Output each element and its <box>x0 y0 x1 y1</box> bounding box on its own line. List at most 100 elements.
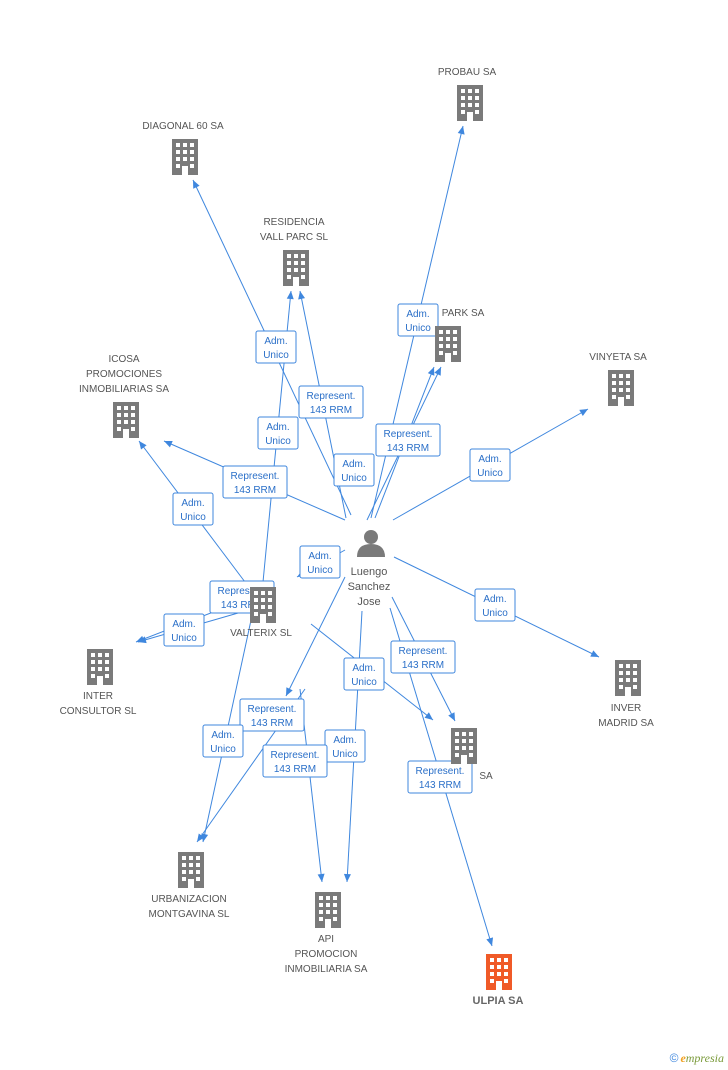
relation-label[interactable]: Adm. Unico <box>299 545 341 579</box>
relation-label-text: Represent. <box>384 429 433 440</box>
person-name: Sanchez <box>348 581 391 593</box>
relation-label-text: 143 RRM <box>419 780 461 791</box>
company-name: INMOBILIARIA SA <box>285 964 368 975</box>
relation-label[interactable]: Adm.Unico <box>172 492 214 526</box>
relation-label-text: 143 RRM <box>402 660 444 671</box>
relation-label[interactable]: Adm. Unico <box>324 729 366 763</box>
relation-label[interactable]: Represent. 143 RRM <box>298 385 364 419</box>
person-name: Jose <box>357 596 380 608</box>
person-icon <box>364 530 378 544</box>
relation-label-text: Unico <box>263 350 289 361</box>
building-icon <box>486 954 512 990</box>
relation-label-text: Unico <box>477 468 503 479</box>
relation-label-text: Unico <box>351 677 377 688</box>
relation-label[interactable]: Represent. 143 RRM <box>407 760 473 794</box>
relation-label[interactable]: Adm.Unico <box>469 448 511 482</box>
relation-label[interactable]: Adm.Unico <box>202 724 244 758</box>
company-node-ulpia[interactable]: ULPIA SA <box>473 954 524 1007</box>
relation-label[interactable]: Represent. 143 RRM <box>222 465 288 499</box>
company-name: INTER <box>83 691 113 702</box>
relation-arrowhead <box>579 409 588 416</box>
relation-label[interactable]: Represent.143 RRM <box>262 744 328 778</box>
building-icon <box>113 402 139 438</box>
relation-arrowhead <box>448 712 455 721</box>
relation-label-text: 143 RRM <box>274 764 316 775</box>
company-node-probau[interactable]: PROBAU SA <box>438 67 497 121</box>
company-node-sa[interactable]: SA <box>451 728 493 782</box>
person-icon-body <box>357 544 385 557</box>
relation-label[interactable]: Adm.Unico <box>397 303 439 337</box>
company-node-diagonal60[interactable]: DIAGONAL 60 SA <box>142 121 224 175</box>
company-name: DIAGONAL 60 SA <box>142 121 224 132</box>
company-node-vinyeta[interactable]: VINYETA SA <box>589 352 647 406</box>
relation-label-text: Unico <box>482 608 508 619</box>
relation-label-text: Adm. <box>266 422 289 433</box>
relation-label[interactable]: Adm. Unico <box>333 453 375 487</box>
building-icon <box>457 85 483 121</box>
relation-arrowhead <box>193 180 200 189</box>
relation-label-text: Adm. <box>308 551 331 562</box>
building-icon <box>615 660 641 696</box>
company-node-valterix[interactable]: VALTERIX SL <box>230 587 292 639</box>
company-name: INVER <box>611 703 642 714</box>
company-name: ICOSA <box>108 354 139 365</box>
relation-label-text: Adm. <box>483 594 506 605</box>
company-name: VINYETA SA <box>589 352 647 363</box>
relation-label-text: 143 RRM <box>221 600 263 611</box>
relation-label-text: Represent. <box>307 391 356 402</box>
building-icon <box>435 326 461 362</box>
relation-label-text: Unico <box>341 473 367 484</box>
relation-label-text: Represent. <box>231 471 280 482</box>
building-icon <box>608 370 634 406</box>
relation-label[interactable]: Adm. Unico <box>343 657 385 691</box>
relation-arrowhead <box>424 712 433 720</box>
company-name: RESIDENCIA <box>263 217 324 228</box>
relation-edge <box>285 576 346 697</box>
company-node-inter[interactable]: INTER CONSULTOR SL <box>60 649 137 717</box>
relation-label-text: Unico <box>332 749 358 760</box>
company-name: INMOBILIARIAS SA <box>79 384 169 395</box>
relation-label-text: Represent. <box>248 704 297 715</box>
relation-label-text: 143 RRM <box>387 443 429 454</box>
relation-label-text: Adm. <box>342 459 365 470</box>
relation-arrowhead <box>343 873 351 882</box>
relation-arrowhead <box>197 833 205 842</box>
relation-label[interactable]: Represent.143 RRM <box>390 640 456 674</box>
relation-label-text: Adm. <box>172 619 195 630</box>
company-name: ULPIA SA <box>473 995 524 1007</box>
company-name: API <box>318 934 334 945</box>
relation-label-text: Adm. <box>352 663 375 674</box>
relation-label[interactable]: Adm. Unico <box>163 613 205 647</box>
relation-arrowhead <box>434 367 441 376</box>
copyright-symbol: © <box>669 1051 679 1065</box>
relation-label[interactable]: Represent. 143 RRM <box>375 423 441 457</box>
brand-name: mpresia <box>685 1051 724 1065</box>
relation-label-text: Unico <box>405 323 431 334</box>
relation-label-text: 143 RRM <box>234 485 276 496</box>
relation-label-text: Unico <box>265 436 291 447</box>
relation-arrowhead <box>427 367 435 376</box>
company-node-park[interactable]: PARK SA <box>435 308 485 362</box>
relation-label-text: Unico <box>307 565 333 576</box>
relation-label-text: 143 RRM <box>310 405 352 416</box>
relation-label-text: Adm. <box>211 730 234 741</box>
relation-label[interactable]: Adm.Unico <box>255 330 297 364</box>
relation-label-text: Represent. <box>416 766 465 777</box>
company-name: MADRID SA <box>598 718 654 729</box>
brand-initial: e <box>680 1051 686 1065</box>
relation-label-text: Represent. <box>218 586 267 597</box>
relation-label[interactable]: Adm. Unico <box>257 416 299 450</box>
relation-label-text: Adm. <box>333 735 356 746</box>
relation-label[interactable]: Represent.143 RRM <box>239 698 305 732</box>
company-name: CONSULTOR SL <box>60 706 137 717</box>
relation-label-text: Unico <box>171 633 197 644</box>
relation-arrowhead <box>298 291 306 300</box>
relation-label[interactable]: Adm. Unico <box>474 588 516 622</box>
company-node-inver[interactable]: INVER MADRID SA <box>598 660 654 729</box>
